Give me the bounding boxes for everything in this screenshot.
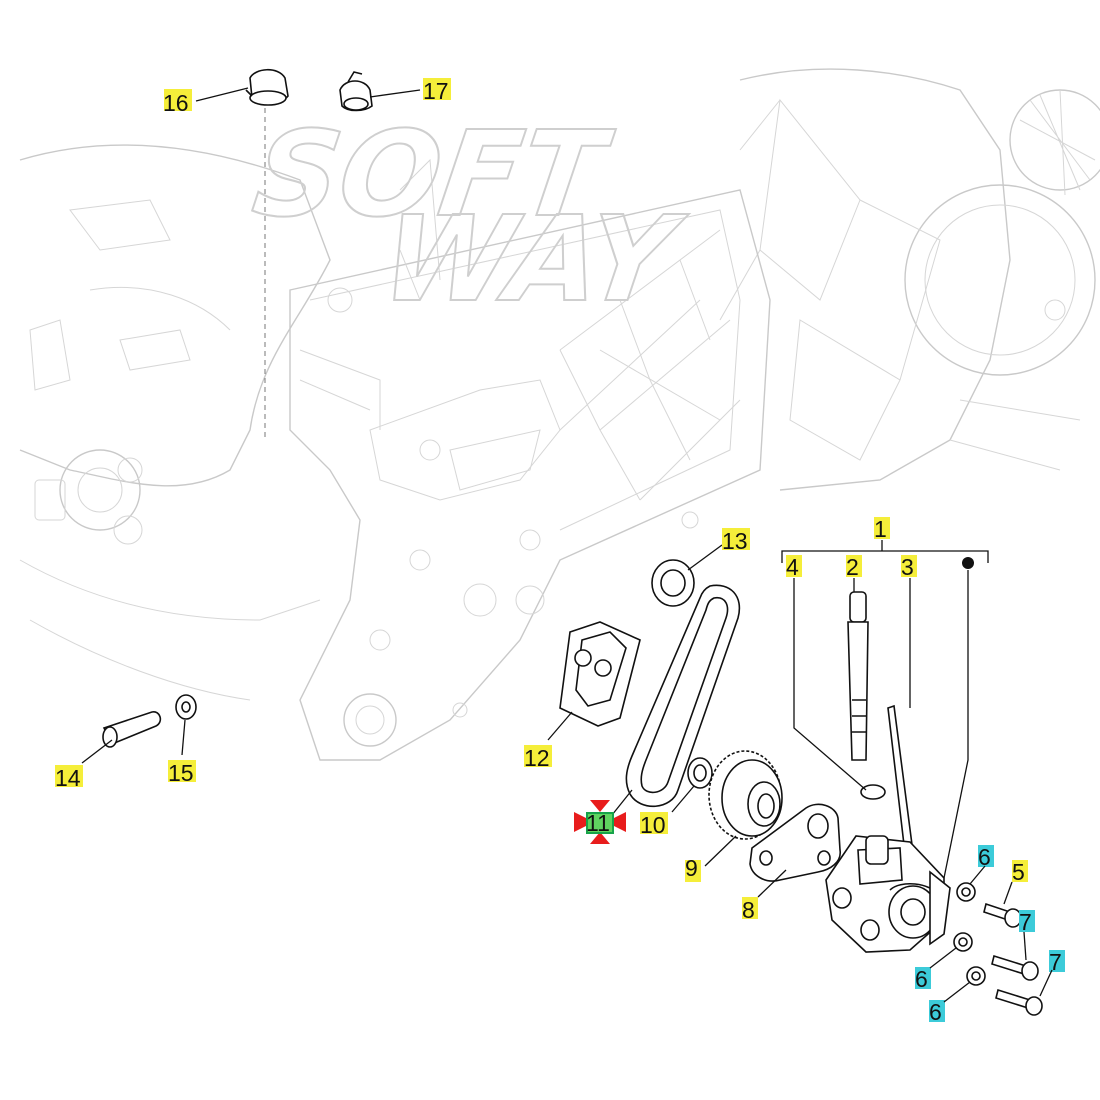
marker-arrow-left [574, 812, 594, 832]
callout-3-highlight [901, 555, 917, 577]
callout-16-highlight [164, 89, 192, 111]
callout-7b[interactable]: 7 [1049, 949, 1062, 975]
marker-arrow-up [590, 800, 610, 812]
marker-arrow-down [590, 832, 610, 844]
callout-8-highlight [742, 897, 758, 919]
part-6-washers [953, 882, 986, 986]
callout-14-highlight [55, 765, 83, 787]
callout-14[interactable]: 14 [55, 765, 81, 791]
selected-marker [574, 800, 626, 844]
engine-background [19, 68, 1100, 761]
callout-3[interactable]: 3 [901, 554, 914, 580]
part-10-washer [687, 757, 713, 789]
callout-7a-highlight [1019, 910, 1035, 932]
callout-15-highlight [168, 760, 196, 782]
callout-1[interactable]: 1 [874, 516, 887, 542]
leader-lines [81, 87, 1013, 905]
callout-6c-highlight [929, 1000, 945, 1022]
callout-5-highlight [1012, 860, 1028, 882]
callout-12-highlight [524, 745, 552, 767]
part-13-seal-ring [651, 559, 695, 607]
callout-17-highlight [423, 78, 451, 100]
callout-12[interactable]: 12 [524, 745, 550, 771]
callout-7b-highlight [1049, 950, 1065, 972]
callout-6b-highlight [915, 967, 931, 989]
marker-arrow-right [606, 812, 626, 832]
marker-green-box [586, 812, 614, 834]
callout-6c[interactable]: 6 [929, 999, 942, 1025]
callout-4[interactable]: 4 [786, 554, 799, 580]
callout-1-highlight [874, 517, 890, 539]
part-15-washer [175, 694, 197, 720]
part-11-drive-belt [625, 584, 741, 808]
part-3-control-rod [887, 704, 915, 863]
callout-13[interactable]: 13 [722, 528, 748, 554]
callout-9[interactable]: 9 [685, 855, 698, 881]
callout-15[interactable]: 15 [168, 760, 194, 786]
watermark-line-1: SOFT [246, 106, 620, 243]
washer-leaders [929, 865, 1053, 1003]
part-17-clamp [339, 71, 373, 112]
callout-2-highlight [846, 555, 862, 577]
callout-9-highlight [685, 860, 701, 882]
callout-10[interactable]: 10 [640, 812, 666, 838]
part-14-dowel-pin [102, 711, 162, 748]
callout-7a[interactable]: 7 [1019, 909, 1032, 935]
callout-8[interactable]: 8 [742, 897, 755, 923]
part-4-circlip [860, 784, 886, 800]
callout-2[interactable]: 2 [846, 554, 859, 580]
part-9-pump-gear [708, 750, 783, 840]
callout-6b[interactable]: 6 [915, 966, 928, 992]
part-16-clamp [245, 68, 289, 106]
part-1-oil-pump-assembly [825, 835, 951, 953]
watermark: SOFT WAY [245, 105, 694, 329]
callout-16[interactable]: 16 [163, 90, 189, 116]
callout-5[interactable]: 5 [1012, 859, 1025, 885]
part-12-chain-guide [559, 621, 641, 727]
part-5-7-screws [983, 902, 1043, 1016]
part-8-gasket [749, 803, 841, 882]
callout-4-highlight [786, 555, 802, 577]
bracket-bullet [962, 557, 974, 569]
part-2-drive-shaft [847, 591, 869, 761]
watermark-line-2: WAY [374, 191, 693, 328]
callout-17[interactable]: 17 [423, 78, 449, 104]
callout-13-highlight [722, 528, 750, 550]
callout-6a[interactable]: 6 [978, 844, 991, 870]
callout-10-highlight [640, 812, 668, 834]
callout-6a-highlight [978, 845, 994, 867]
callout-labels: 16 17 14 15 12 13 11 10 9 8 1 4 2 3 6 5 … [55, 78, 1065, 1025]
callout-11[interactable]: 11 [586, 810, 610, 836]
